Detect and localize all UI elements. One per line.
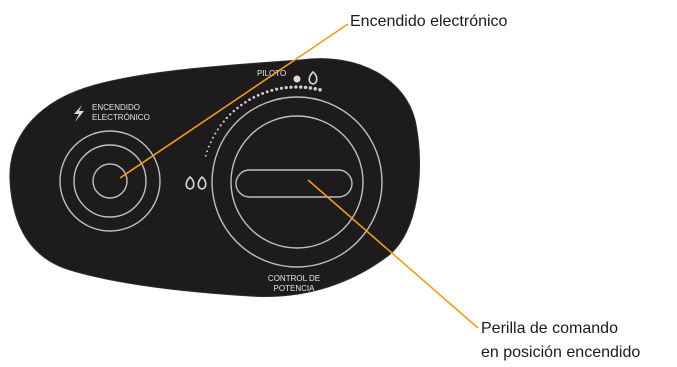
control-label-line2: POTENCIA (274, 284, 316, 293)
arc-dot (232, 109, 236, 113)
arc-dot (211, 136, 214, 139)
control-panel (9, 58, 421, 298)
intensity-dotted-arc (204, 85, 322, 157)
arc-dot (244, 100, 247, 104)
pilot-indicator-dot (293, 75, 301, 83)
power-control-knob[interactable] (211, 96, 383, 268)
arc-dot (229, 113, 232, 116)
arc-dot (252, 96, 256, 99)
knob-callout-line1: Perilla de comando (481, 320, 618, 337)
knob-callout-line2: en posición encendido (481, 344, 640, 361)
arc-dot (209, 141, 212, 144)
arc-dot (270, 88, 274, 92)
ignition-button[interactable] (59, 130, 161, 232)
ignition-label-line1: ENCENDIDO (92, 103, 140, 112)
arc-dot (256, 93, 260, 97)
arc-dot (284, 86, 288, 90)
arc-dot (207, 145, 210, 148)
arc-dot (236, 106, 239, 110)
arc-dot (279, 86, 283, 90)
arc-dot (225, 116, 228, 120)
arc-dot (261, 91, 265, 95)
arc-dot (248, 98, 251, 102)
arc-dot (299, 85, 303, 89)
arc-dot (216, 128, 219, 131)
pilot-label: PILOTO (257, 69, 286, 78)
ignition-label-line2: ELECTRÓNICO (92, 113, 150, 122)
arc-dot (275, 87, 279, 91)
arc-dot (240, 103, 243, 107)
knob-leader-line (307, 179, 479, 329)
arc-dot (219, 124, 222, 127)
ignition-callout: Encendido electrónico (350, 13, 508, 30)
arc-dot (206, 150, 209, 153)
arc-dot (222, 120, 225, 123)
arc-dot (303, 85, 308, 90)
control-label-line1: CONTROL DE (268, 274, 320, 283)
arc-dot (294, 85, 298, 89)
double-flame-icon (185, 175, 207, 190)
arc-dot (313, 87, 317, 91)
arc-dot (289, 85, 293, 89)
arc-dot (204, 154, 207, 157)
pilot-flame-icon (308, 70, 318, 85)
arc-dot (214, 132, 217, 135)
arc-dot (318, 88, 322, 92)
ignition-leader-line (119, 23, 349, 179)
lightning-bolt-icon (74, 105, 84, 122)
arc-dot (265, 90, 269, 94)
arc-dot (308, 86, 313, 90)
